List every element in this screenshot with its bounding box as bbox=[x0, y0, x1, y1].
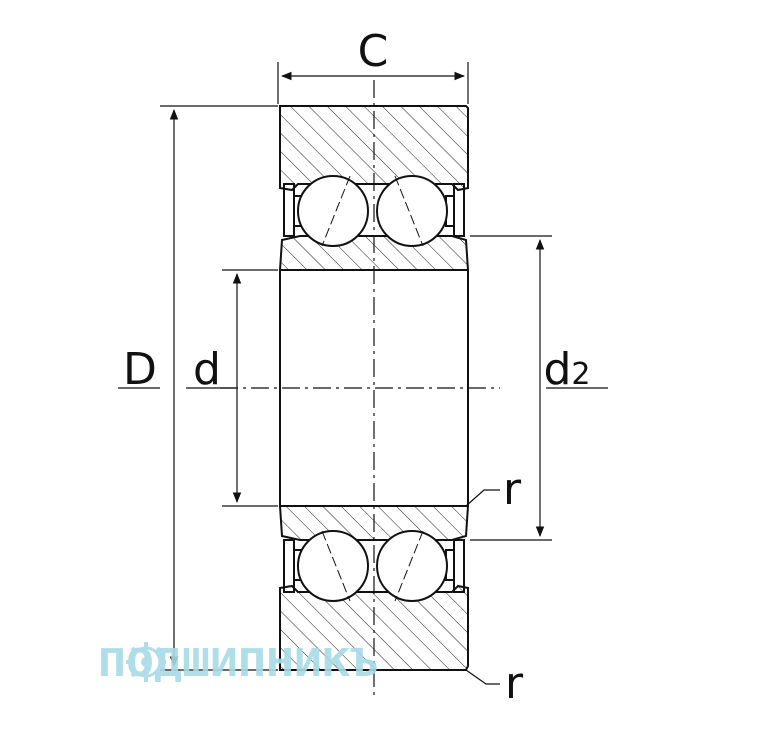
ball-bottom-left bbox=[297, 530, 369, 602]
ball-top-left bbox=[297, 175, 369, 247]
dimension-lines bbox=[169, 71, 545, 668]
ball-top-right bbox=[376, 175, 448, 247]
gear-icon bbox=[126, 642, 166, 682]
label-d2-subscript: 2 bbox=[571, 357, 590, 392]
label-r-top: r bbox=[503, 464, 522, 515]
label-d-outer: D bbox=[123, 344, 157, 395]
label-d2: d2 bbox=[543, 344, 590, 395]
radius-leaders bbox=[465, 489, 500, 685]
center-lines bbox=[220, 80, 500, 700]
watermark-text: ПОДШИПНИКЪ bbox=[98, 641, 378, 685]
label-c: C bbox=[358, 26, 389, 77]
extension-lines bbox=[118, 62, 608, 671]
ball-bottom-right bbox=[376, 530, 448, 602]
label-r-bottom: r bbox=[505, 658, 524, 709]
label-d-bore: d bbox=[193, 344, 221, 395]
watermark: ПОДШИПНИКЪ bbox=[98, 641, 378, 685]
